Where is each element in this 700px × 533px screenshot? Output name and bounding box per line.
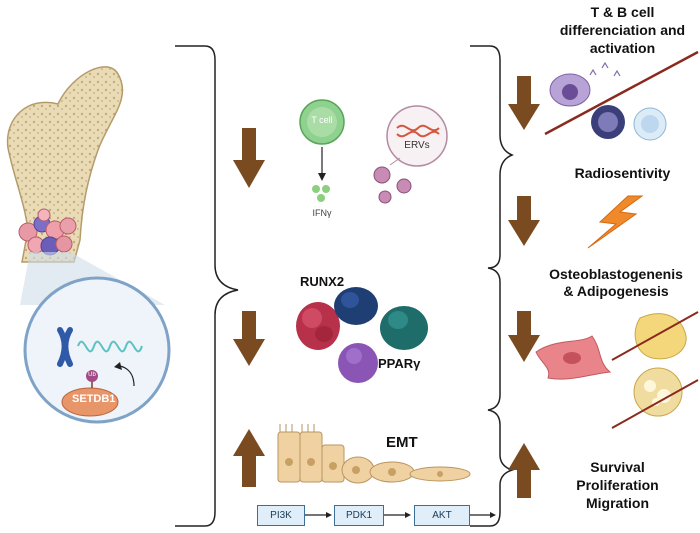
- emt-cells-icon: [277, 424, 471, 484]
- setdb1-label: SETDB1: [72, 393, 116, 405]
- emt-up-arrow-icon: [233, 429, 265, 487]
- ub-label: Ub: [88, 372, 96, 378]
- pathway-arrows: [305, 512, 496, 518]
- ervs-icon: [373, 105, 448, 204]
- osteoblast-cell-icon: [535, 335, 612, 380]
- survival-outcome-label-3: Migration: [586, 495, 649, 511]
- t-cell-label: T cell: [311, 115, 333, 125]
- immune-cells-icon: [544, 50, 699, 141]
- runx2-ppar-down-arrow-icon: [233, 311, 265, 366]
- osteo-outcome-label-2: & Adipogenesis: [563, 283, 669, 299]
- ifn-down-arrow-icon: [233, 128, 265, 188]
- nucleus-zoom-icon: [23, 276, 171, 424]
- runx2-protein-icon: [296, 302, 340, 350]
- pathway-box-akt: AKT: [414, 505, 470, 526]
- survival-outcome-label-2: Proliferation: [576, 477, 659, 493]
- pathway-box-pdk1: PDK1: [334, 505, 384, 526]
- tumor-cluster-icon: [18, 208, 77, 256]
- radio-outcome-label: Radiosentivity: [574, 165, 671, 181]
- osteo-down-arrow-icon: [508, 311, 540, 362]
- right-bracket: [470, 45, 515, 527]
- left-bracket: [175, 45, 239, 527]
- pathway-box-pi3k: PI3K: [257, 505, 305, 526]
- runx2-partner-protein-icon: [334, 287, 378, 325]
- survival-up-arrow-icon: [508, 443, 540, 498]
- ifn-label: IFNγ: [312, 208, 332, 218]
- ppar-label: PPARγ: [378, 356, 421, 371]
- ppar-protein-icon: [380, 306, 428, 350]
- immune-down-arrow-icon: [508, 76, 540, 130]
- ppar-partner-protein-icon: [338, 343, 378, 383]
- survival-outcome-label-1: Survival: [590, 459, 645, 475]
- lightning-icon: [587, 195, 644, 249]
- radio-down-arrow-icon: [508, 196, 540, 246]
- t-cell-icon: [299, 99, 345, 145]
- runx2-label: RUNX2: [300, 274, 345, 289]
- ervs-label: ERVs: [404, 140, 430, 151]
- immune-outcome-label: T & B cell differenciation and activatio…: [559, 4, 686, 56]
- ifn-molecules-icon: [312, 185, 330, 202]
- adipocyte-cell-icon: [611, 311, 699, 429]
- osteo-outcome-label-1: Osteoblastogenenis: [549, 266, 683, 282]
- emt-label: EMT: [386, 434, 418, 451]
